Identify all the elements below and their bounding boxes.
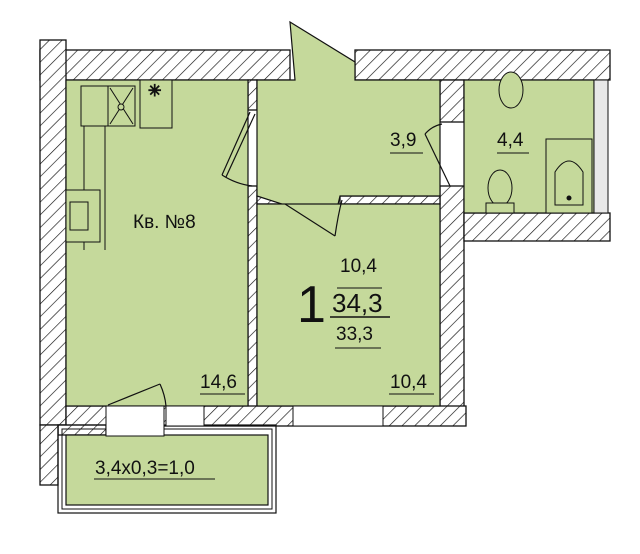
apartment-label: Кв. №8 xyxy=(133,212,196,233)
bathroom-partition xyxy=(593,79,609,214)
bathroom-area: 4,4 xyxy=(497,130,524,151)
svg-text:✳: ✳ xyxy=(148,83,161,100)
bedroom-floor xyxy=(256,203,441,407)
kitchen-floor xyxy=(65,79,249,407)
stove-icon xyxy=(139,79,173,129)
hall-area: 3,9 xyxy=(390,130,416,151)
living-area: 10,4 xyxy=(340,256,377,277)
hall-floor xyxy=(256,20,441,240)
balcony-floor xyxy=(65,434,269,506)
toilet-icon xyxy=(487,169,513,207)
kitchen-area: 14,6 xyxy=(200,372,237,393)
floors xyxy=(65,20,595,506)
rooms-count: 1 xyxy=(297,276,326,334)
bedroom-area: 10,4 xyxy=(390,372,427,393)
bathroom-fixtures xyxy=(485,71,593,214)
washbasin-icon xyxy=(498,71,524,109)
balcony-formula: 3,4x0,3=1,0 xyxy=(95,458,195,479)
doors xyxy=(107,111,451,407)
total-area: 34,3 xyxy=(332,288,383,318)
total-area-without-balcony: 33,3 xyxy=(336,324,373,345)
kitchen-fixtures: ✳ xyxy=(65,79,173,250)
walls xyxy=(39,39,611,486)
windows xyxy=(105,405,384,437)
